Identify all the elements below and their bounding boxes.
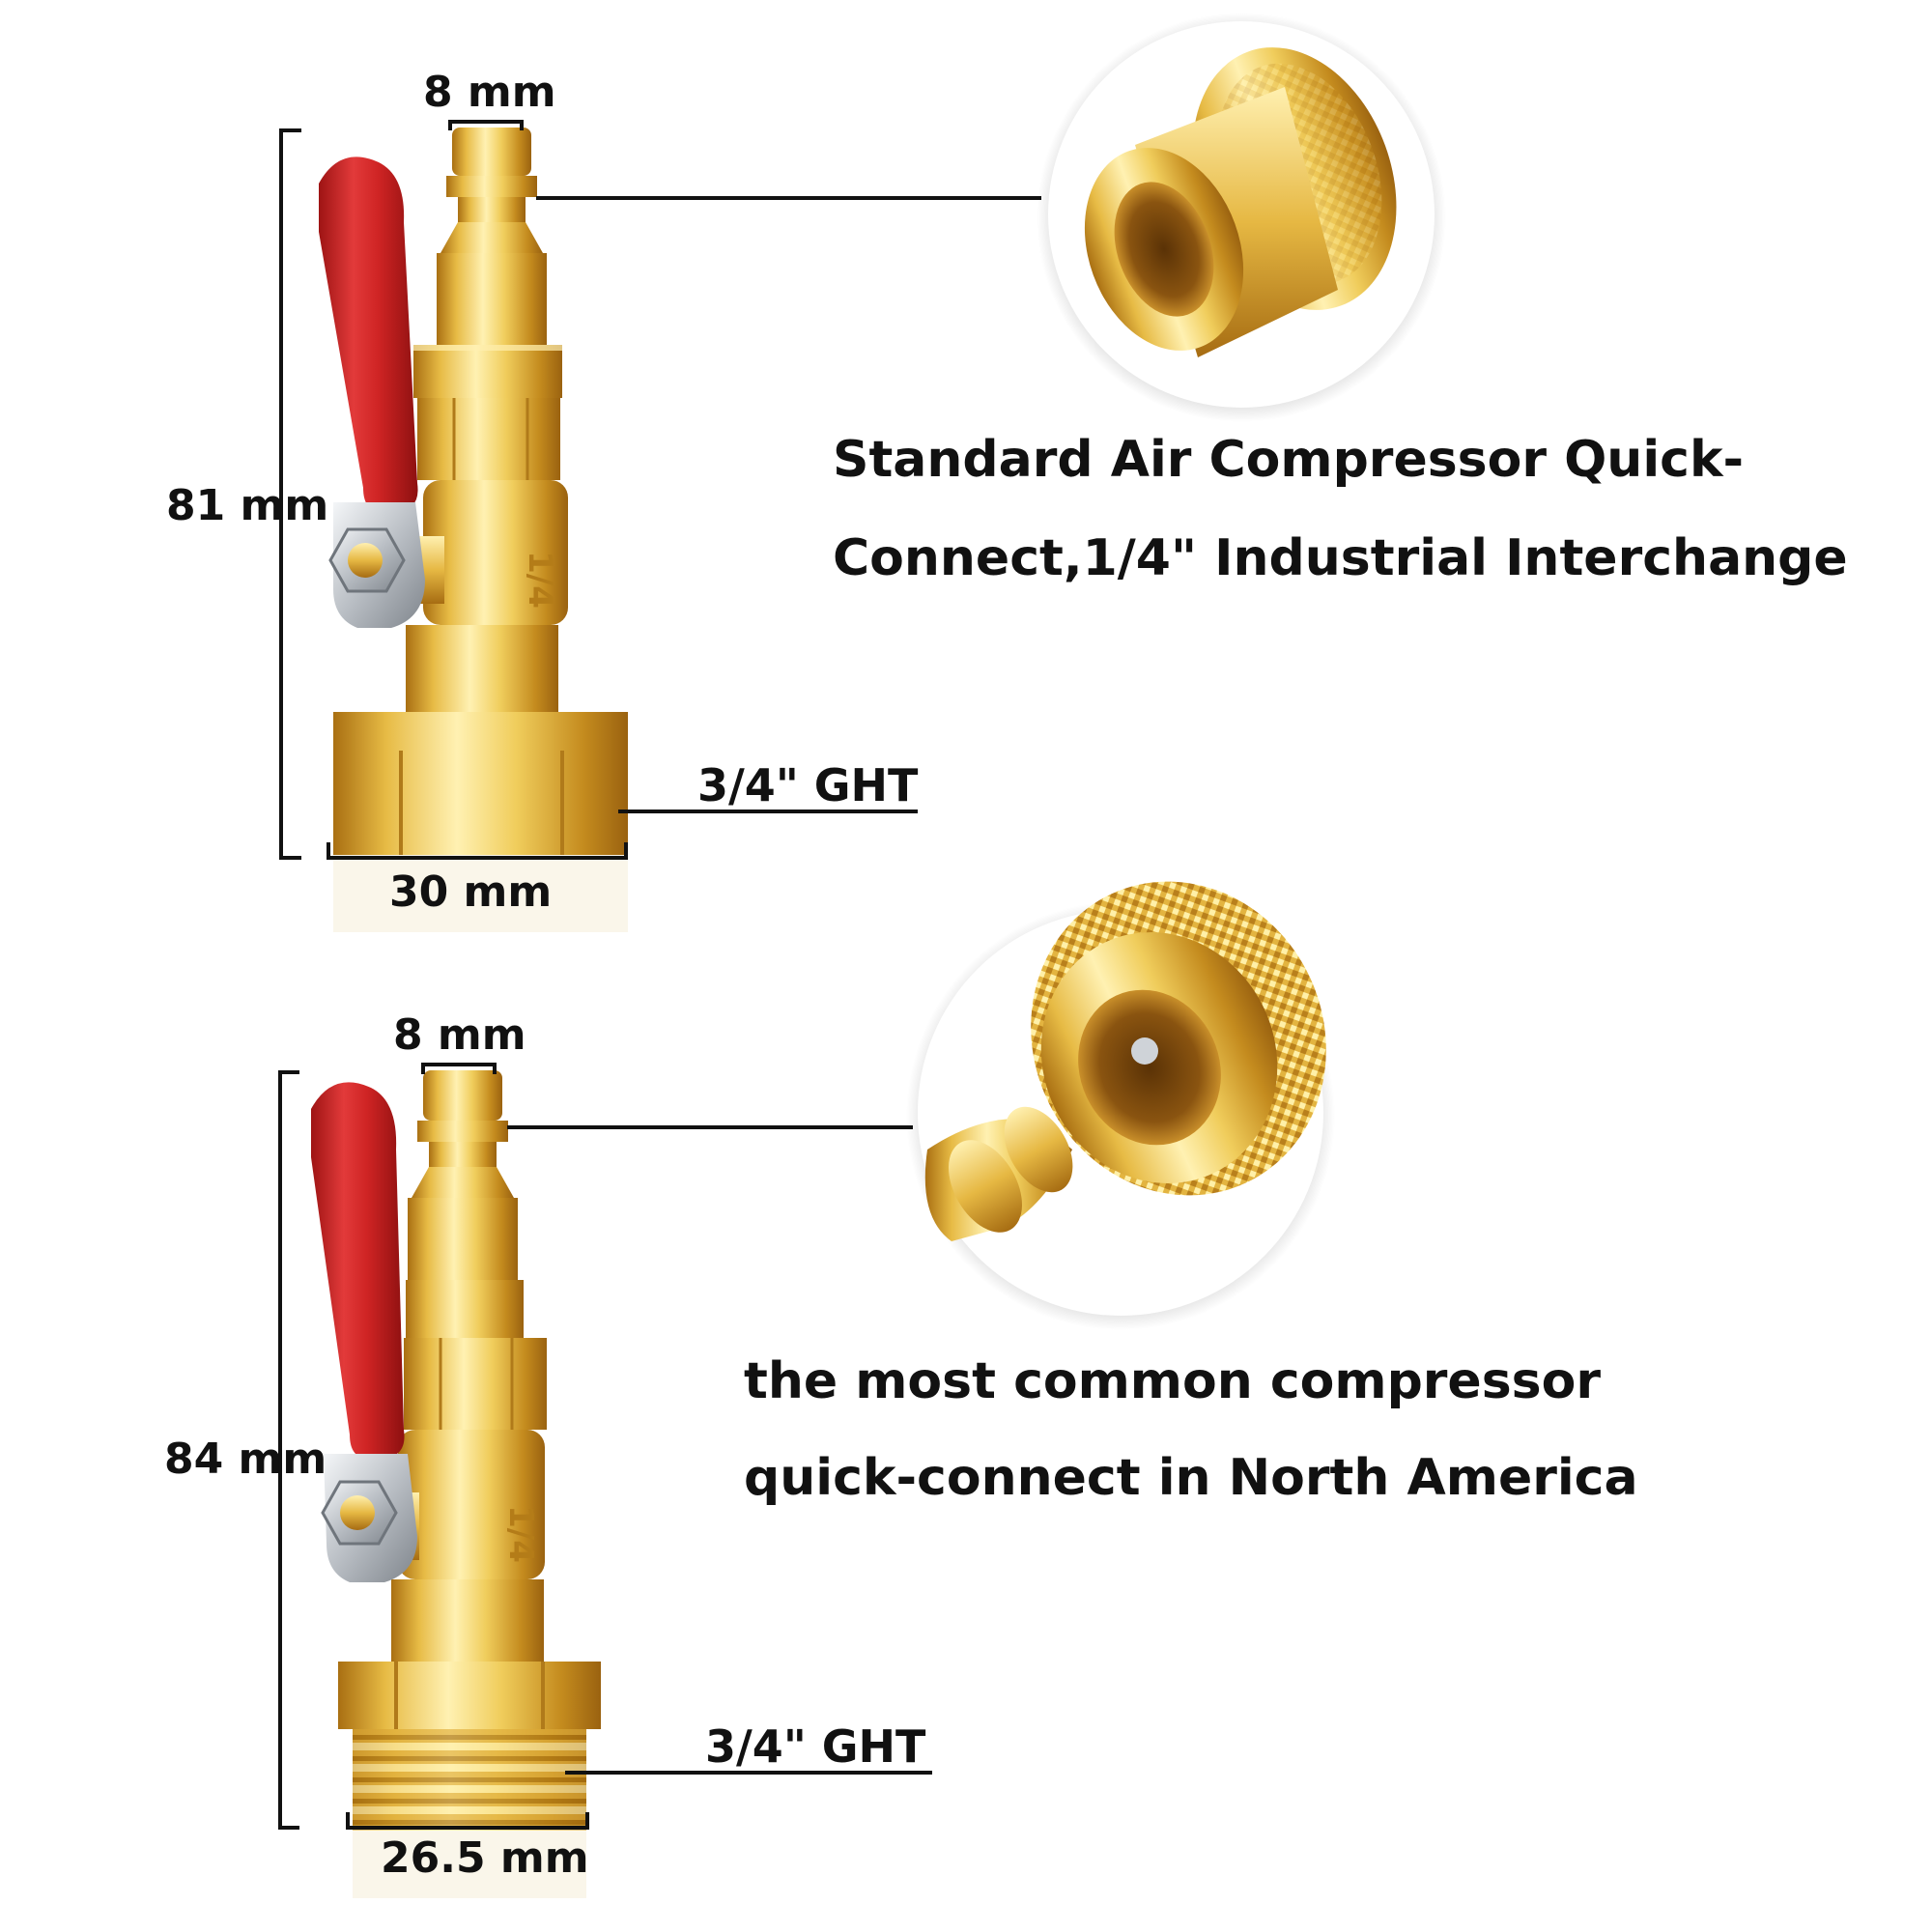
top-caption-line2: Connect,1/4" Industrial Interchange [833, 529, 1848, 587]
bottom-height-label: 84 mm [164, 1435, 327, 1484]
bottom-fitting: 1/4 [311, 1070, 601, 1898]
bottom-thread-label: 3/4" GHT [705, 1720, 926, 1773]
bottom-base-width-label: 26.5 mm [381, 1833, 589, 1883]
bottom-caption-line1: the most common compressor [744, 1352, 1601, 1410]
top-height-label: 81 mm [166, 481, 329, 530]
top-tip-width-label: 8 mm [423, 68, 556, 117]
top-caption-line1: Standard Air Compressor Quick- [833, 431, 1745, 489]
bottom-dimension-lines [278, 1063, 932, 1830]
bottom-tip-width-label: 8 mm [393, 1010, 526, 1060]
bottom-body-marking: 1/4 [501, 1505, 540, 1563]
top-fitting: 1/4 [319, 128, 628, 932]
top-detail-circle [1037, 13, 1446, 422]
top-dimension-lines [279, 120, 1041, 860]
top-thread-label: 3/4" GHT [697, 759, 919, 811]
bottom-caption-line2: quick-connect in North America [744, 1449, 1638, 1507]
top-base-width-label: 30 mm [389, 867, 553, 917]
top-body-marking: 1/4 [521, 551, 559, 609]
bottom-detail-circle [906, 881, 1335, 1330]
